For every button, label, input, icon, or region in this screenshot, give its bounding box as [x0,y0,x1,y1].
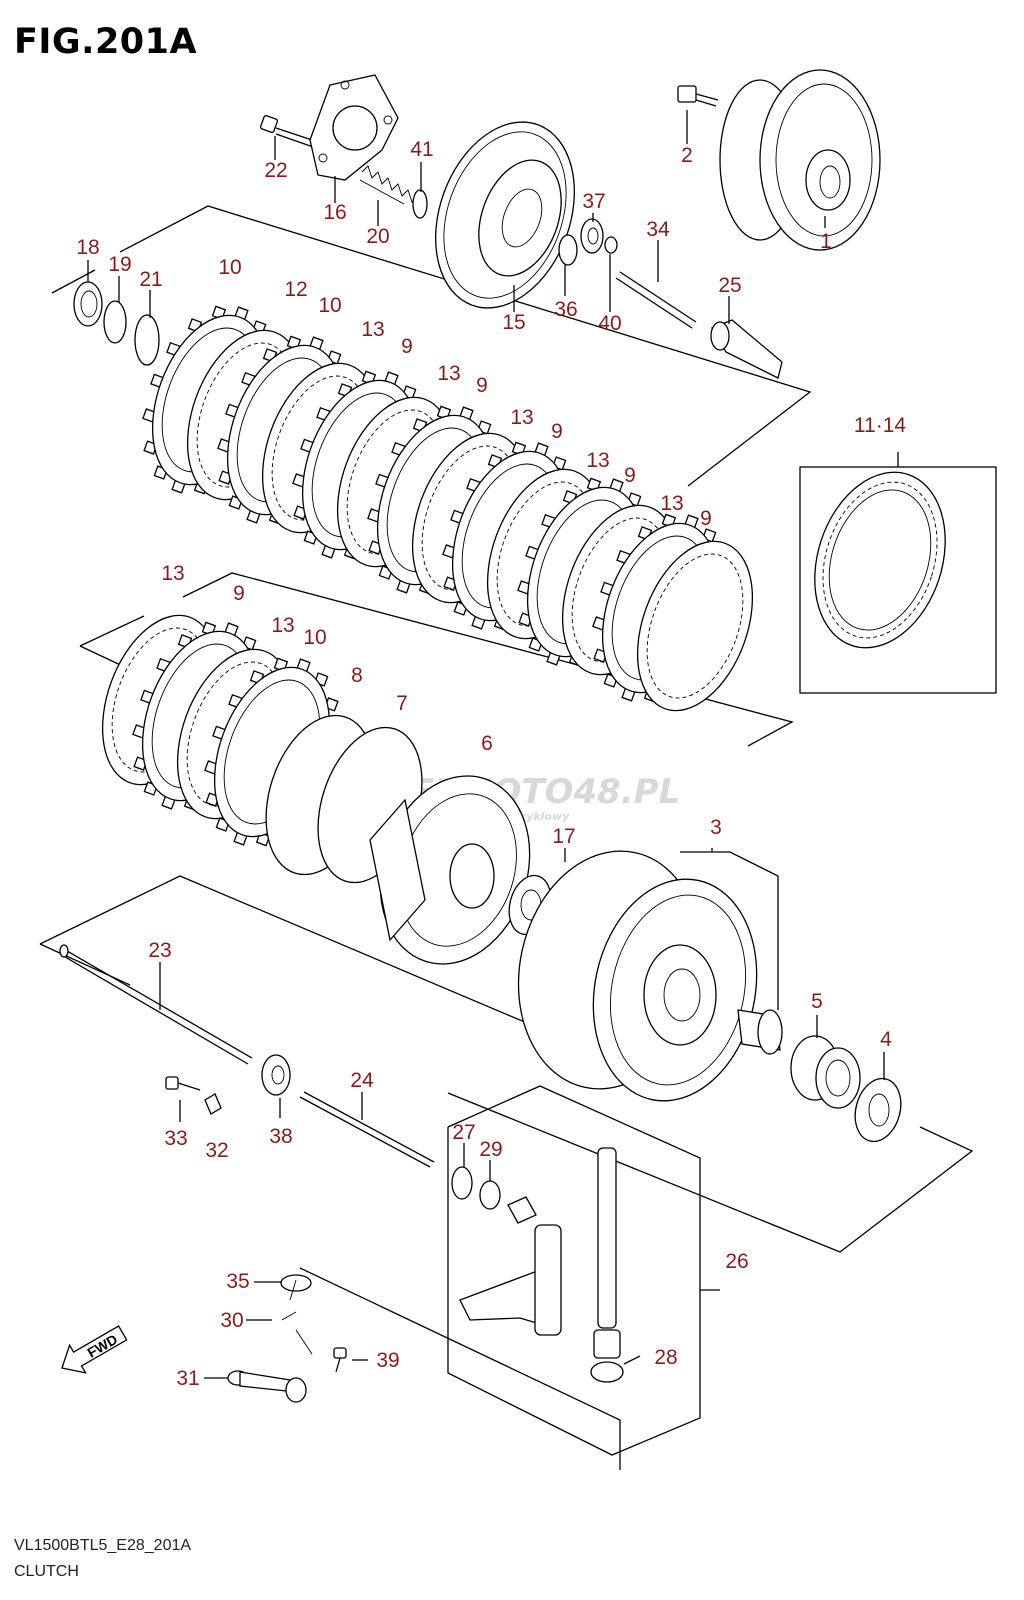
callout-20: 20 [366,225,389,248]
callout-9-c: 9 [551,420,563,443]
callout-16: 16 [323,201,346,224]
callout-13-a: 13 [361,318,384,341]
callout-13-e: 13 [660,492,683,515]
needle-bearing-5 [790,1035,861,1109]
callout-27: 27 [452,1121,475,1144]
callout-30: 30 [220,1309,243,1332]
callout-9-d: 9 [624,464,636,487]
lever-31 [227,1370,307,1403]
callout-6: 6 [481,732,493,755]
callout-22: 22 [264,159,287,182]
callout-13-b: 13 [437,362,460,385]
figure-title: FIG.201A [14,22,198,62]
plate-16 [309,74,399,181]
callout-5: 5 [811,990,823,1013]
bolt-39 [333,1347,347,1373]
bolt-2 [677,85,719,107]
seal-18 [73,281,103,327]
pressure-plate-15 [435,121,575,309]
callout-9-b: 9 [476,374,488,397]
callout-4: 4 [880,1028,892,1051]
washer-41 [412,189,428,219]
release-mechanism-26 [451,1147,624,1383]
callout-2: 2 [681,144,693,167]
callout-7: 7 [396,692,408,715]
washer-36 [558,234,578,266]
callout-8: 8 [351,664,363,687]
callout-34: 34 [646,218,670,241]
callout-29: 29 [479,1138,502,1161]
callout-23: 23 [148,939,171,962]
callout-40: 40 [598,312,621,335]
upper-plate-stack [142,305,754,712]
callout-36: 36 [554,298,577,321]
bearing-29 [479,1180,501,1210]
primary-driven-gear-1 [719,69,881,251]
washer-35 [280,1274,312,1292]
upper-plate-14 [636,540,754,712]
callout-13-g: 13 [271,614,294,637]
pin-25 [710,319,783,379]
callout-25: 25 [718,274,741,297]
callout-13-f: 13 [161,562,184,585]
callout-13-d: 13 [586,449,609,472]
clip-32 [204,1093,222,1115]
callout-10-c: 10 [303,626,326,649]
callout-31: 31 [176,1367,199,1390]
spring-20 [359,165,419,205]
callout-41: 41 [410,138,433,161]
callout-21: 21 [139,268,162,291]
callout-11-14: 11·14 [854,414,906,437]
sleeve-5 [737,1009,783,1055]
nut-40 [604,236,618,254]
callout-9-a: 9 [401,335,413,358]
rod-24 [299,1091,435,1168]
callout-13-c: 13 [510,406,533,429]
washer-21 [134,314,160,366]
callout-10-a: 10 [218,256,241,279]
washer-4 [854,1077,902,1143]
callout-39: 39 [376,1349,399,1372]
seal-28 [590,1361,624,1383]
plate-11-14 [814,471,946,649]
callout-15: 15 [502,311,525,334]
callout-28: 28 [654,1346,677,1369]
callout-9-e: 9 [700,507,712,530]
bolt-22 [259,114,319,149]
callout-37: 37 [582,190,605,213]
callout-9-f: 9 [233,582,245,605]
rod-34 [615,271,697,329]
clutch-housing-3 [517,850,758,1102]
bolt-33 [165,1076,201,1091]
callout-32: 32 [205,1139,228,1162]
callout-10-b: 10 [318,294,341,317]
callout-17: 17 [552,825,575,848]
callout-19: 19 [108,253,131,276]
callout-18: 18 [76,236,99,259]
callout-33: 33 [164,1127,187,1150]
push-rod-23 [59,944,253,1065]
spring-30 [281,1279,313,1355]
callout-38: 38 [269,1125,292,1148]
callout-35: 35 [226,1270,249,1293]
fwd-arrow: FWD [61,1325,128,1374]
washer-19 [103,300,127,344]
model-code: VL1500BTL5_E28_201A [14,1537,192,1554]
callout-12: 12 [284,278,307,301]
callout-1: 1 [820,230,832,253]
callout-labels: 1 2 3 4 5 6 7 8 9 9 9 9 9 9 10 10 10 11·… [76,138,906,1390]
seal-38 [261,1054,291,1096]
callout-3: 3 [710,816,722,839]
callout-26: 26 [725,1250,748,1273]
o-ring-27 [451,1166,473,1200]
leader-lines [87,110,885,1379]
bearing-37 [580,218,604,254]
callout-24: 24 [350,1069,374,1092]
hub-6 [369,775,531,965]
section-name: CLUTCH [14,1563,79,1580]
